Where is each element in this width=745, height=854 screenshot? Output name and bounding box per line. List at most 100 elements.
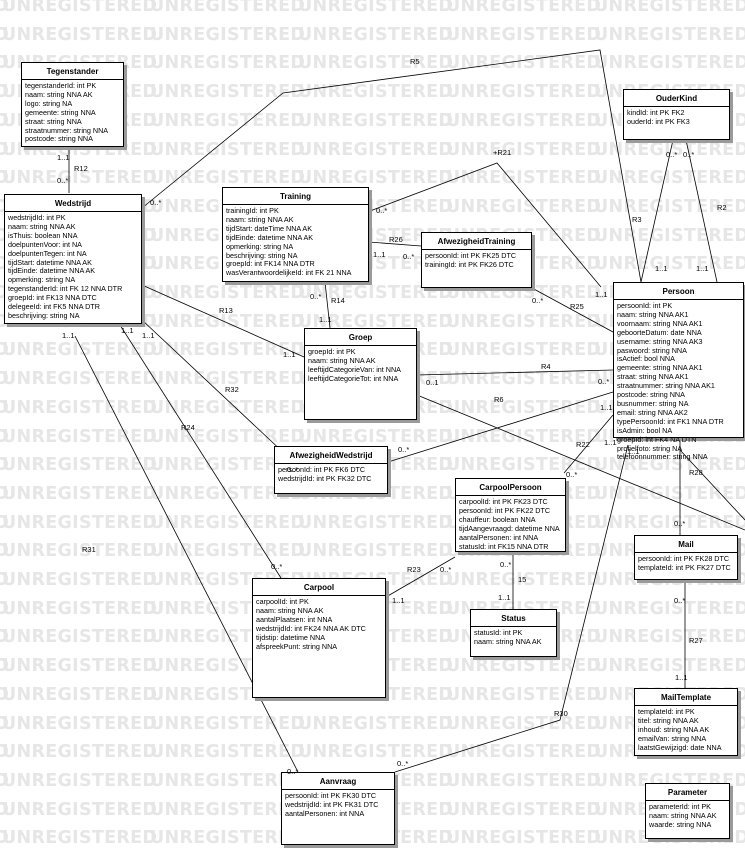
attribute: naam: string NNA AK <box>649 810 717 820</box>
attribute: paswoord: string NNA <box>617 345 687 355</box>
multiplicity-label: 0..* <box>666 150 678 159</box>
class-title: OuderKind <box>624 90 729 107</box>
class-status[interactable]: Status statusId: int PK naam: string NNA… <box>470 609 557 657</box>
attribute: typePersoonId: int FK1 NNA DTR <box>617 416 724 426</box>
watermark-text: UNREGISTERED <box>594 656 745 677</box>
class-training[interactable]: Training trainingId: int PK naam: string… <box>222 187 369 282</box>
watermark-text: UNREGISTERED <box>2 713 158 734</box>
relation-label: R27 <box>689 636 703 645</box>
class-attributes: persoonId: int PK FK6 DTC wedstrijdId: i… <box>275 464 387 486</box>
attribute: persoonId: int PK FK30 DTC <box>285 791 377 800</box>
watermark-text: UNREGISTERED <box>446 369 602 390</box>
class-afwezigheidwedstrijd[interactable]: AfwezigheidWedstrijd persoonId: int PK F… <box>274 446 388 494</box>
class-carpoolpersoon[interactable]: CarpoolPersoon carpoolId: int PK FK23 DT… <box>455 478 566 552</box>
attribute: naam: string NNA AK <box>8 221 76 231</box>
class-title: AfwezigheidTraining <box>422 233 531 250</box>
multiplicity-label: 0..* <box>566 470 578 479</box>
watermark-text: UNREGISTERED <box>298 713 454 734</box>
multiplicity-label: 0..* <box>287 767 299 776</box>
attribute: aantalPersonen: int NNA <box>285 808 365 818</box>
multiplicity-label: 0..* <box>532 296 544 305</box>
watermark-text: UNREGISTERED <box>446 340 602 361</box>
attribute: geboorteDatum: date NNA <box>617 327 702 337</box>
class-attributes: persoonId: int PK naam: string NNA AK1 v… <box>614 300 743 464</box>
assoc-r2 <box>685 139 718 283</box>
assoc-r6 <box>416 394 745 531</box>
assoc-r5 <box>141 49 642 283</box>
assoc-persoon-afwezigheidwedstrijd <box>387 391 614 463</box>
class-title: Mail <box>635 536 737 553</box>
attribute: naam: string NNA AK <box>25 89 93 99</box>
class-persoon[interactable]: Persoon persoonId: int PK naam: string N… <box>613 282 744 461</box>
multiplicity-label: 1..1 <box>627 447 640 456</box>
class-afwezigheidtraining[interactable]: AfwezigheidTraining persoonId: int PK FK… <box>421 232 532 288</box>
class-title: Wedstrijd <box>5 195 141 212</box>
watermark-text: UNREGISTERED <box>2 168 158 189</box>
watermark-text: UNREGISTERED <box>594 627 745 648</box>
class-aanvraag[interactable]: Aanvraag persoonId: int PK FK30 DTC weds… <box>281 772 395 845</box>
attribute: trainingId: int PK FK26 DTC <box>425 259 514 269</box>
attribute: wedstrijdId: int FK24 NNA AK DTC <box>256 623 366 633</box>
class-parameter[interactable]: Parameter parameterId: int PK naam: stri… <box>645 783 730 839</box>
attribute: busnummer: string NA <box>617 398 689 408</box>
attribute: straat: string NNA AK1 <box>617 372 689 382</box>
relation-label: R2 <box>717 203 727 212</box>
attribute: statusId: int FK15 NNA DTR <box>459 541 549 551</box>
class-mail[interactable]: Mail persoonId: int PK FK28 DTC template… <box>634 535 738 580</box>
watermark-text: UNREGISTERED <box>298 0 454 16</box>
watermark-text: UNREGISTERED <box>150 24 306 45</box>
attribute: gemeente: string NNA <box>25 107 96 117</box>
watermark-text: UNREGISTERED <box>594 196 745 217</box>
relation-label: R6 <box>494 395 504 404</box>
watermark-text: UNREGISTERED <box>298 426 454 447</box>
attribute: inhoud: string NNA AK <box>638 724 710 734</box>
attribute: straatnummer: string NNA <box>25 125 109 135</box>
watermark-text: UNREGISTERED <box>0 598 10 619</box>
class-attributes: statusId: int PK naam: string NNA AK <box>471 627 556 649</box>
class-title: CarpoolPersoon <box>456 479 565 496</box>
assoc-r26 <box>368 241 422 247</box>
relation-label: +R21 <box>493 148 512 157</box>
class-attributes: persoonId: int PK FK30 DTC wedstrijdId: … <box>282 790 394 821</box>
watermark-text: UNREGISTERED <box>2 426 158 447</box>
attribute: telefoonnummer: string NNA <box>617 452 708 462</box>
relation-label: R4 <box>541 362 551 371</box>
class-ouderkind[interactable]: OuderKind kindId: int PK FK2 ouderId: in… <box>623 89 730 140</box>
watermark-text: UNREGISTERED <box>0 455 10 476</box>
class-attributes: wedstrijdId: int PK naam: string NNA AK … <box>5 212 141 323</box>
watermark-text: UNREGISTERED <box>298 742 454 763</box>
class-tegenstander[interactable]: Tegenstander tegenstanderId: int PK naam… <box>21 62 124 147</box>
watermark-text: UNREGISTERED <box>446 24 602 45</box>
attribute: tegenstanderId: int PK <box>25 81 97 90</box>
attribute: profielfoto: string NA <box>617 443 683 453</box>
watermark-text: UNREGISTERED <box>446 311 602 332</box>
class-wedstrijd[interactable]: Wedstrijd wedstrijdId: int PK naam: stri… <box>4 194 142 324</box>
multiplicity-label: 0..* <box>287 465 299 474</box>
watermark-text: UNREGISTERED <box>2 627 158 648</box>
watermark-text: UNREGISTERED <box>150 168 306 189</box>
watermark-text: UNREGISTERED <box>2 483 158 504</box>
class-carpool[interactable]: Carpool carpoolId: int PK naam: string N… <box>252 578 386 698</box>
class-title: Groep <box>305 329 416 346</box>
attribute: postcode: string NNA <box>25 134 93 144</box>
attribute: tegenstanderId: int FK 12 NNA DTR <box>8 284 123 294</box>
watermark-text: UNREGISTERED <box>0 397 10 418</box>
attribute: naam: string NNA AK <box>256 605 324 615</box>
attribute: logo: string NA <box>25 98 73 108</box>
multiplicity-label: 0..* <box>397 759 409 768</box>
multiplicity-label: 0..1 <box>426 378 439 387</box>
watermark-text: UNREGISTERED <box>594 455 745 476</box>
attribute: voornaam: string NNA AK1 <box>617 318 703 328</box>
attribute: isAdmin: bool NA <box>617 425 673 435</box>
attribute: beschrijving: string NA <box>8 310 80 320</box>
multiplicity-label: 1..1 <box>675 673 688 682</box>
class-mailtemplate[interactable]: MailTemplate templateId: int PK titel: s… <box>634 688 738 756</box>
watermark-text: UNREGISTERED <box>2 570 158 590</box>
attribute: beschrijving: string NA <box>226 250 298 260</box>
watermark-text: UNREGISTERED <box>594 24 745 45</box>
class-groep[interactable]: Groep groepId: int PK naam: string NNA A… <box>304 328 417 420</box>
watermark-text: UNREGISTERED <box>2 598 158 619</box>
watermark-text: UNREGISTERED <box>2 656 158 677</box>
watermark-text: UNREGISTERED <box>2 0 158 16</box>
watermark-text: UNREGISTERED <box>446 82 602 103</box>
